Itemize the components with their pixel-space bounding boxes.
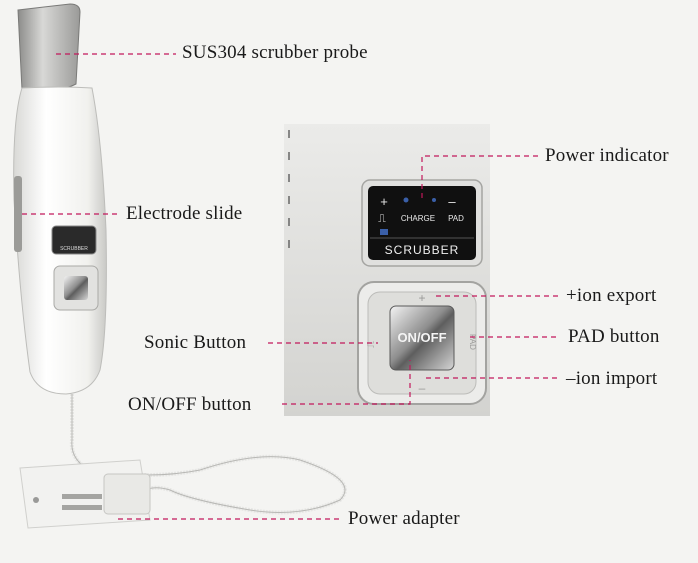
- lcd-pad: PAD: [448, 214, 464, 223]
- lcd-minus: –: [448, 194, 456, 209]
- label-onoff-button: ON/OFF button: [128, 394, 252, 415]
- label-ion-import: –ion import: [566, 368, 658, 389]
- label-electrode-slide: Electrode slide: [126, 203, 243, 224]
- ion-export-marking: +: [418, 291, 425, 305]
- mini-display: [51, 225, 97, 255]
- leader-power-indicator: [421, 155, 538, 198]
- electrode-slide: [14, 176, 22, 252]
- onoff-button: [389, 305, 455, 371]
- label-ion-export: +ion export: [566, 285, 657, 306]
- lcd-scrubber: SCRUBBER: [385, 243, 460, 257]
- mini-display-label: SCRUBBER: [60, 246, 88, 252]
- scrubber-device: SCRUBBER: [13, 3, 347, 515]
- closeup-panel: + – ⎍ CHARGE PAD SCRUBBER ⎍ + – PAD ON/O…: [284, 124, 490, 416]
- leader-onoff: [282, 360, 411, 405]
- onoff-button-label: ON/OFF: [397, 330, 446, 345]
- lcd-plus: +: [380, 194, 388, 209]
- lcd-wave-icon: ⎍: [378, 213, 386, 225]
- mini-button: [64, 276, 88, 300]
- label-pad-button: PAD button: [568, 326, 660, 347]
- sonic-wave-marking: ⎍: [366, 341, 377, 348]
- pad-marking: PAD: [468, 334, 477, 350]
- leader-lines: [22, 53, 560, 520]
- label-scrubber-probe: SUS304 scrubber probe: [182, 42, 368, 63]
- label-power-indicator: Power indicator: [545, 145, 669, 166]
- ion-import-marking: –: [419, 381, 426, 395]
- power-adapter: [19, 459, 151, 529]
- power-indicator-light: [403, 197, 409, 203]
- lcd-charge: CHARGE: [401, 214, 435, 223]
- label-sonic-button: Sonic Button: [144, 332, 247, 353]
- label-power-adapter: Power adapter: [348, 508, 460, 529]
- scrubber-probe: [17, 3, 81, 97]
